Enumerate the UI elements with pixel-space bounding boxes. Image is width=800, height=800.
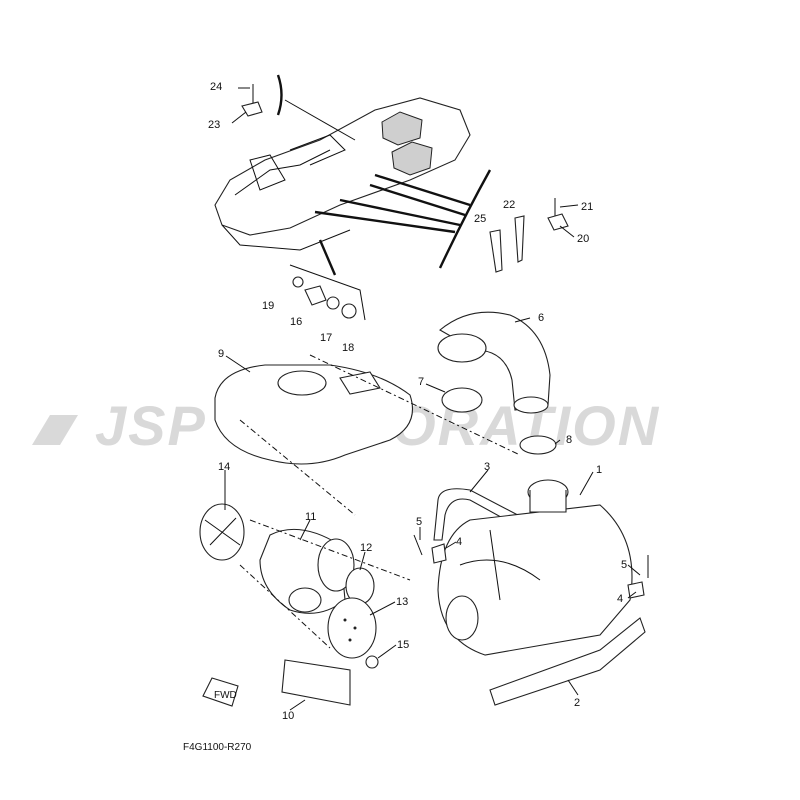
cover-2 [489, 617, 646, 706]
clamp-7 [441, 387, 483, 413]
callout-14: 14 [218, 461, 230, 473]
bracket-frame-14 [199, 503, 245, 561]
bracket-4-5-left [413, 534, 447, 564]
callout-3: 3 [484, 461, 490, 473]
callout-5b: 5 [621, 559, 627, 571]
callout-4b: 4 [617, 593, 623, 605]
watercraft-hull [214, 97, 471, 251]
callout-11: 11 [305, 511, 316, 523]
pipe-elbow-6 [437, 311, 551, 414]
callout-9: 9 [218, 348, 224, 360]
callout-6: 6 [538, 312, 544, 324]
nut-15 [365, 655, 379, 669]
fwd-label: FWD [214, 690, 237, 701]
callout-24: 24 [210, 81, 222, 93]
callout-23: 23 [208, 119, 220, 131]
callout-16: 16 [290, 316, 302, 328]
bracket-23-24 [241, 84, 263, 117]
callout-7: 7 [418, 376, 424, 388]
callout-8: 8 [566, 434, 572, 446]
leader-lines [224, 87, 641, 711]
tube-11 [259, 528, 355, 614]
callout-5a: 5 [416, 516, 422, 528]
fwd-arrow: FWD [202, 677, 239, 707]
callout-15: 15 [397, 639, 409, 651]
clamp-8 [519, 435, 557, 455]
fastener-group-20-25 [489, 198, 569, 273]
callout-1: 1 [596, 464, 602, 476]
callout-10: 10 [282, 710, 294, 722]
silencer-tank-9 [214, 364, 414, 465]
disc-13 [327, 597, 377, 659]
callout-13: 13 [396, 596, 408, 608]
callout-20: 20 [577, 233, 589, 245]
muffler-1 [437, 479, 633, 656]
diagram-code: F4G1100-R270 [183, 742, 252, 753]
bracket-4-5-right [627, 555, 649, 599]
callout-12: 12 [360, 542, 372, 554]
fastener-group-16-19 [292, 276, 357, 319]
assembly-lines [239, 354, 521, 649]
callout-25: 25 [474, 213, 486, 225]
callout-21: 21 [581, 201, 593, 213]
callout-17: 17 [320, 332, 332, 344]
callout-2: 2 [574, 697, 580, 709]
callout-18: 18 [342, 342, 354, 354]
callout-19: 19 [262, 300, 274, 312]
pad-10 [281, 659, 351, 706]
callout-numbers: 1 2 3 4 4 5 5 6 7 8 9 10 11 12 13 14 15 … [208, 81, 627, 722]
callout-4a: 4 [456, 536, 462, 548]
callout-22: 22 [503, 199, 515, 211]
routing-lines [276, 74, 492, 321]
